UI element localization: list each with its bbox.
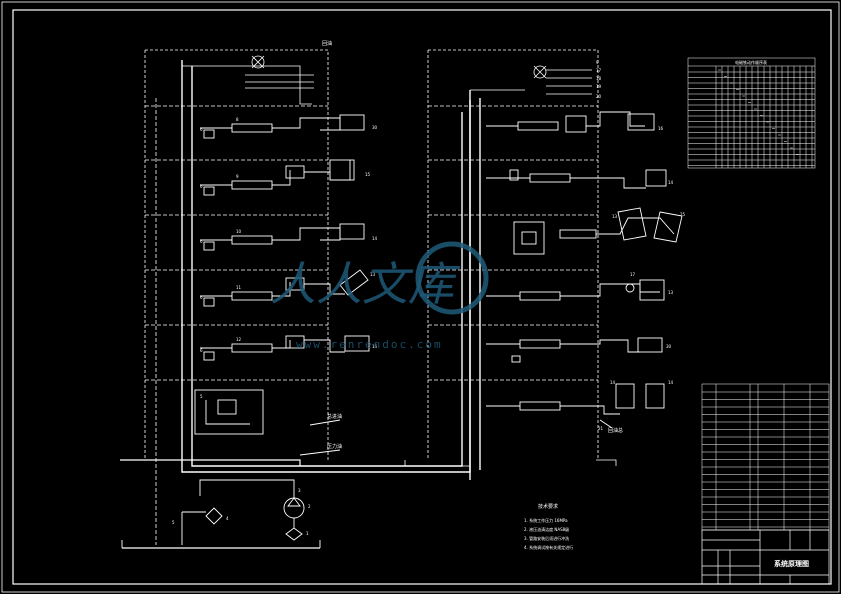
- svg-text:2: 2: [308, 504, 311, 509]
- svg-text:13: 13: [612, 214, 618, 219]
- svg-text:25: 25: [680, 212, 686, 217]
- svg-text:16: 16: [372, 344, 378, 349]
- pump-station: [120, 459, 321, 549]
- svg-text:15: 15: [365, 172, 371, 177]
- svg-text:13: 13: [668, 290, 674, 295]
- right-circuit-number-labels: 9 17 18 19 20 16 14 13 25 13 17 30 14 14 21: [596, 60, 686, 431]
- svg-text:11: 11: [236, 285, 242, 290]
- tech-notes-title: 技术要求: [538, 503, 558, 510]
- svg-text:30: 30: [372, 125, 378, 130]
- inner-border: [12, 9, 832, 585]
- tech-note-2: 2. 液压油清洁度 NAS8级: [524, 526, 569, 532]
- svg-text:10: 10: [236, 229, 242, 234]
- left-tank-label: 回油: [322, 40, 332, 47]
- svg-text:17: 17: [596, 68, 602, 73]
- tech-note-4: 4. 系统调试按有关规定进行: [524, 544, 573, 550]
- left-return-label: 总进油: [327, 413, 342, 420]
- parts-list: [701, 383, 830, 531]
- svg-text:6: 6: [200, 239, 203, 244]
- svg-text:1: 1: [306, 531, 309, 536]
- tech-note-3: 3. 管路安装后须进行冲洗: [524, 535, 569, 541]
- solenoid-table: [687, 57, 816, 169]
- svg-text:16: 16: [658, 126, 664, 131]
- svg-text:6: 6: [200, 184, 203, 189]
- right-circuits: [486, 111, 683, 429]
- svg-text:14: 14: [668, 180, 674, 185]
- svg-text:13: 13: [370, 272, 376, 277]
- svg-text:6: 6: [200, 295, 203, 300]
- title-block: [701, 529, 830, 585]
- svg-text:9: 9: [236, 174, 239, 179]
- left-circuits: [194, 114, 370, 456]
- svg-text:3: 3: [298, 488, 301, 493]
- svg-text:5: 5: [172, 520, 175, 525]
- svg-text:12: 12: [236, 337, 242, 342]
- watermark: 人人文库 www.renrendoc.com: [270, 241, 489, 351]
- solenoid-table-title: 电磁铁动作顺序表: [735, 59, 767, 65]
- svg-text:14: 14: [668, 380, 674, 385]
- svg-text:14: 14: [610, 380, 616, 385]
- svg-text:19: 19: [596, 84, 602, 89]
- svg-text:8: 8: [236, 117, 239, 122]
- svg-text:30: 30: [666, 344, 672, 349]
- tech-notes: 技术要求 1. 系统工作压力 16MPa 2. 液压油清洁度 NAS8级 3. …: [524, 503, 573, 550]
- watermark-url: www.renrendoc.com: [296, 338, 443, 351]
- svg-text:4: 4: [226, 516, 229, 521]
- right-valve-stack: [404, 49, 617, 480]
- title-block-name: 系统原理图: [774, 559, 809, 568]
- svg-text:20: 20: [596, 94, 602, 99]
- svg-text:18: 18: [596, 76, 602, 81]
- right-return-label: 回油总: [608, 427, 623, 434]
- left-bus-label: 压力油: [327, 443, 342, 450]
- svg-text:5: 5: [200, 394, 203, 399]
- watermark-glyphs: 人人文库: [270, 257, 461, 311]
- svg-text:9: 9: [596, 60, 599, 65]
- svg-text:21: 21: [598, 426, 604, 431]
- svg-text:6: 6: [200, 348, 203, 353]
- left-valve-stack: [144, 49, 471, 545]
- pump-labels: 1 2 3 4 5: [172, 488, 311, 536]
- svg-text:6: 6: [200, 127, 203, 132]
- svg-text:14: 14: [372, 236, 378, 241]
- svg-text:17: 17: [630, 272, 636, 277]
- tech-note-1: 1. 系统工作压力 16MPa: [524, 517, 568, 523]
- left-circuit-number-labels: 8 6 30 9 6 15 10 6 14 11 6 13 12 6 16 5: [200, 117, 378, 399]
